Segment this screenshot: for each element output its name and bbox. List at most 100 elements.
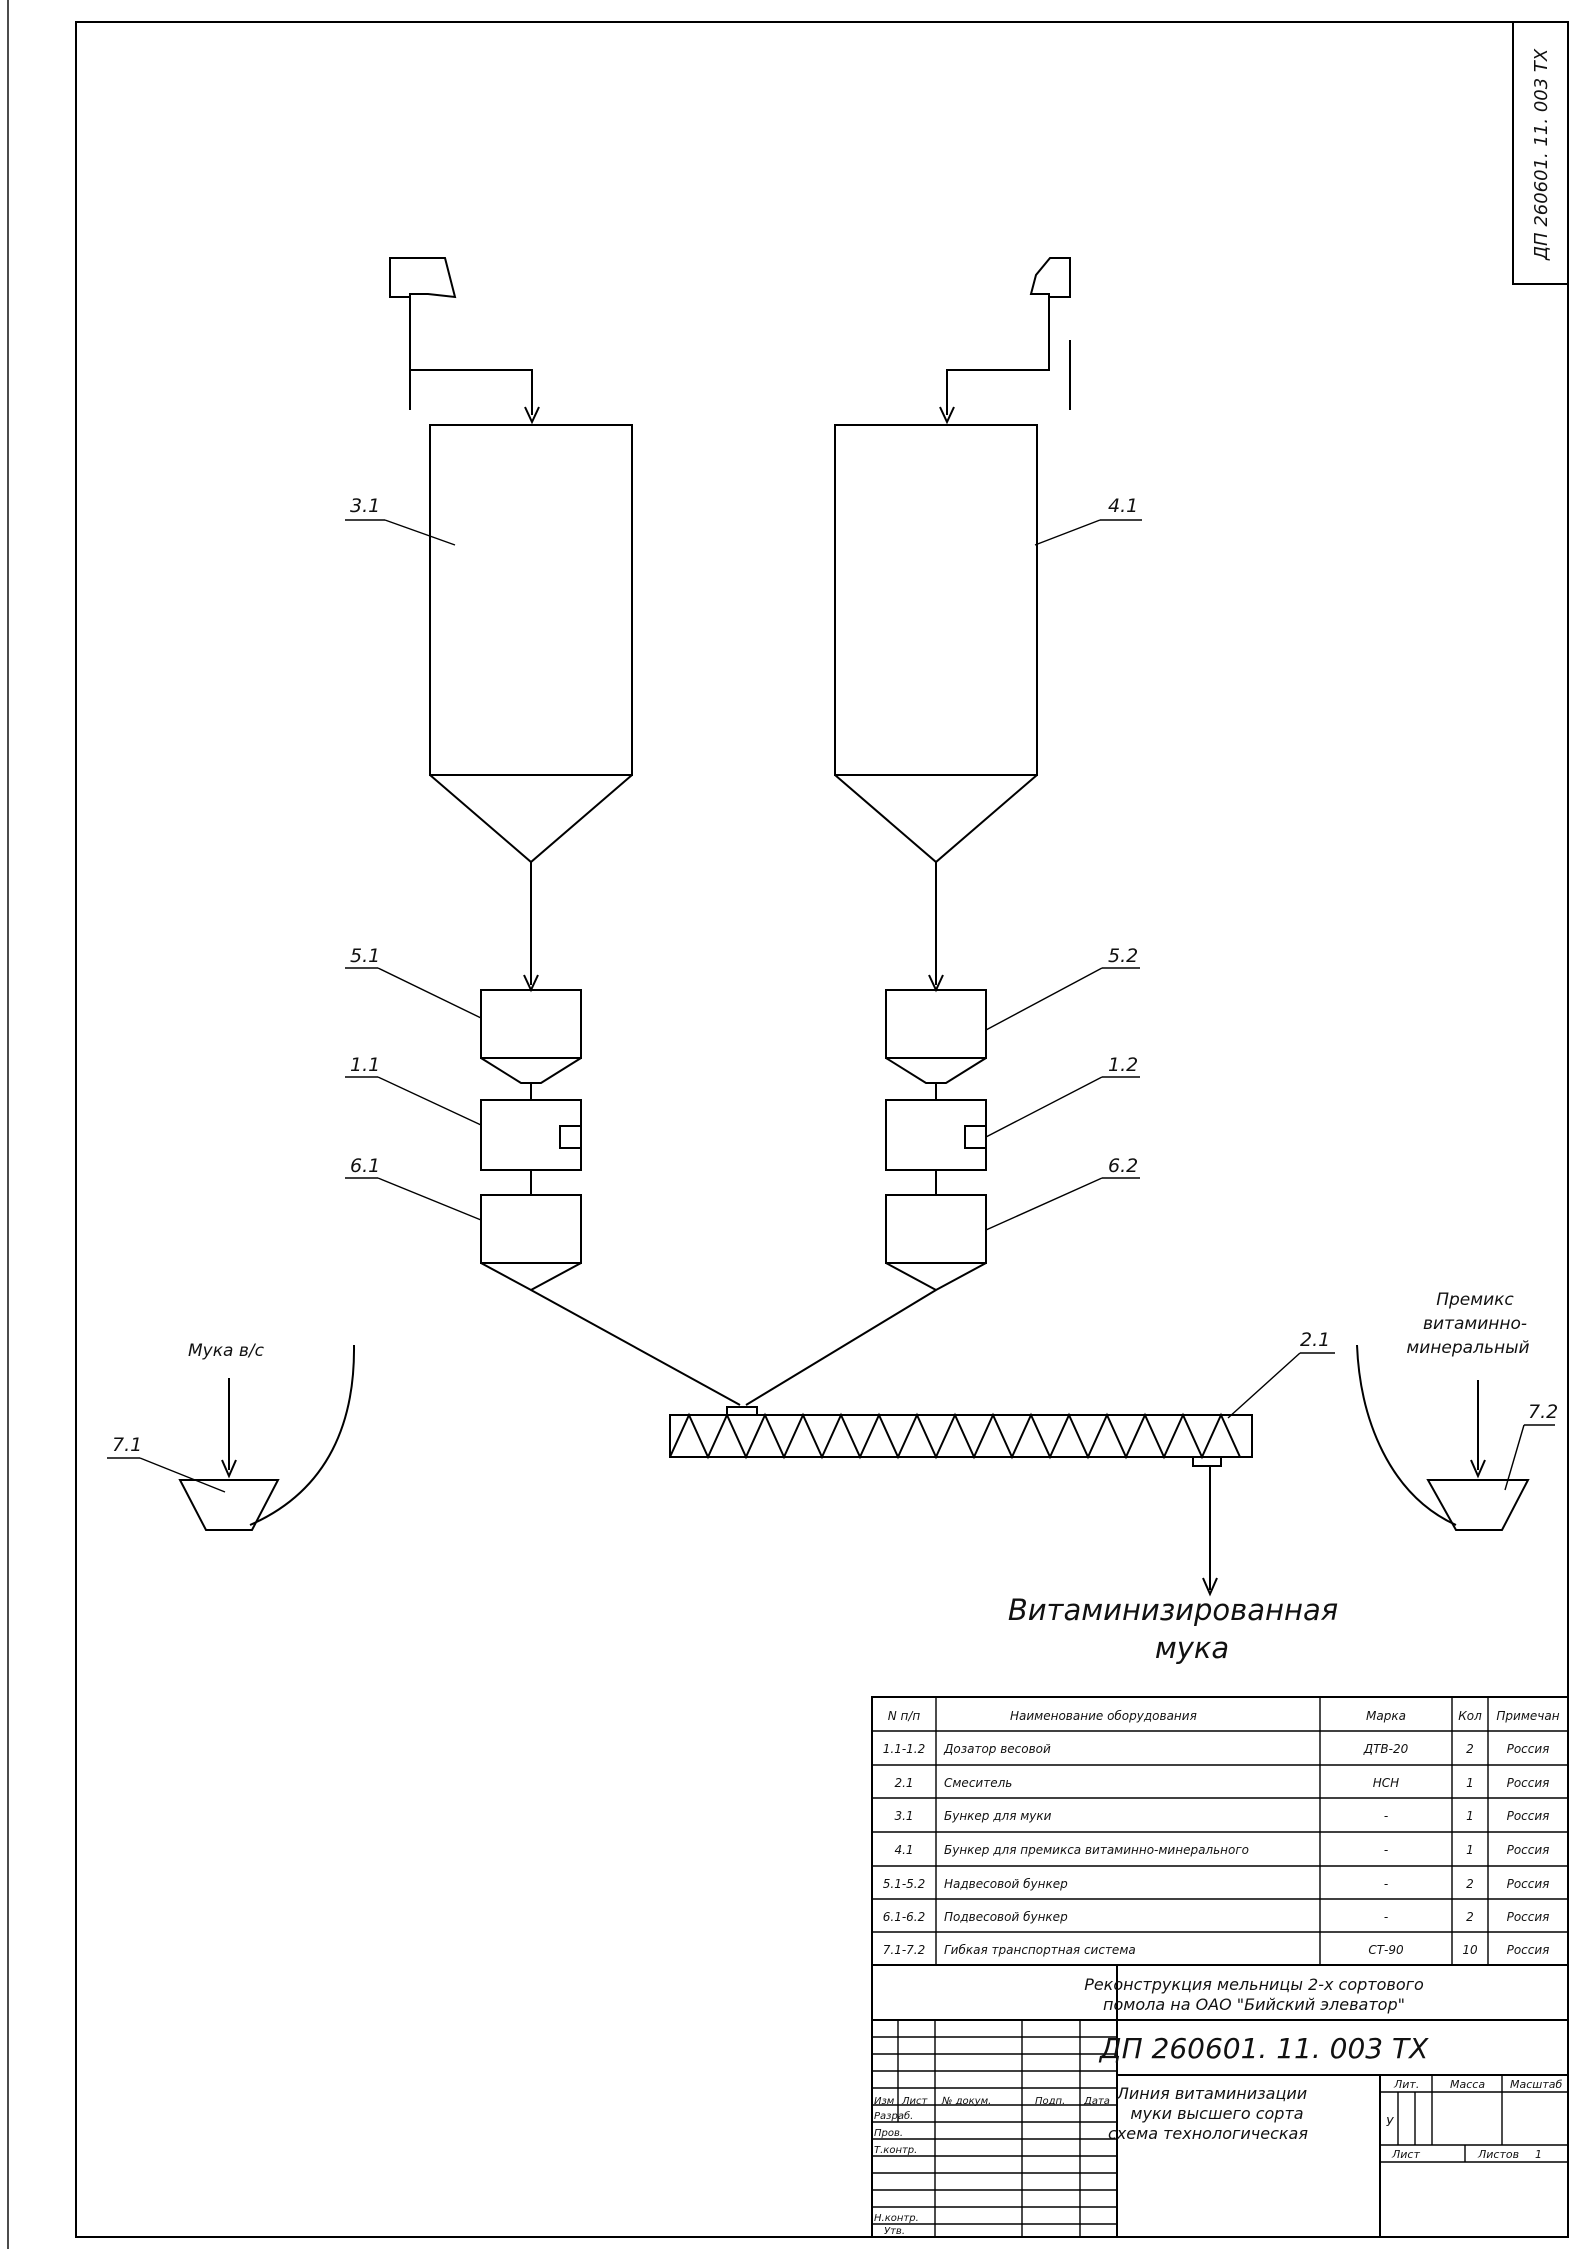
sheets-label: Листов [1477, 2148, 1519, 2161]
spec-table-text: N п/п Наименование оборудования Марка Кол Пр… [883, 1709, 1560, 1957]
spec-cell: Смеситель [944, 1776, 1012, 1790]
mass-header: Масса [1450, 2078, 1485, 2091]
col-list: Лист [901, 2096, 929, 2107]
flour-feed-pipe-left [389, 257, 540, 425]
spec-cell: Подвесовой бункер [944, 1910, 1068, 1924]
spec-cell: 1 [1466, 1809, 1474, 1823]
post-weigh-hopper-6-1 [480, 1194, 582, 1292]
drawing-frame [7, 0, 1569, 2249]
post-weigh-hopper-6-2 [885, 1194, 987, 1292]
spec-cell: 1 [1466, 1843, 1474, 1857]
project-title-2: помола на ОАО "Бийский элеватор" [1103, 1995, 1405, 2014]
col-izm: Изм [874, 2096, 895, 2107]
spec-cell: - [1384, 1910, 1388, 1924]
sheet-title-3: схема технологическая [1108, 2124, 1308, 2143]
spec-cell: 7.1-7.2 [883, 1943, 926, 1957]
leader-lines [107, 519, 1555, 1493]
flour-silo-3-1 [429, 424, 633, 864]
spec-cell: Бункер для премикса витаминно-минерально… [944, 1843, 1249, 1857]
row-utv: Утв. [884, 2226, 905, 2237]
col-sign: Подп. [1035, 2096, 1065, 2107]
col-docnum: № докум. [941, 2096, 991, 2107]
spec-cell: Россия [1507, 1742, 1550, 1756]
premix-feed-pipe-right [939, 257, 1071, 425]
label-2-1: 2.1 [1300, 1329, 1330, 1351]
spec-cell: 5.1-5.2 [883, 1877, 926, 1891]
row-prov: Пров. [874, 2128, 903, 2139]
spec-table [871, 1696, 1569, 1966]
spec-cell: Надвесовой бункер [944, 1877, 1068, 1891]
col-date: Дата [1083, 2096, 1110, 2107]
label-5-1: 5.1 [350, 945, 380, 967]
title-block [871, 1964, 1569, 2238]
sheet-title-2: муки высшего сорта [1130, 2104, 1303, 2123]
transport-hopper-7-2 [1356, 1344, 1530, 1531]
spec-cell: Россия [1507, 1843, 1550, 1857]
spec-cell: 3.1 [894, 1809, 913, 1823]
spec-cell: - [1384, 1809, 1388, 1823]
label-7-1: 7.1 [112, 1434, 142, 1456]
row-nkontr: Н.контр. [874, 2213, 919, 2224]
pre-weigh-hopper-5-1 [480, 989, 582, 1084]
spec-header-0: N п/п [888, 1709, 921, 1723]
doc-code: ДП 260601. 11. 003 ТХ [1098, 2032, 1429, 2065]
sheet-title-1: Линия витаминизации [1116, 2084, 1307, 2103]
label-4-1: 4.1 [1108, 495, 1138, 517]
sheet-label: Лист [1391, 2148, 1420, 2161]
premix-label-2: витаминно- [1423, 1314, 1527, 1334]
spec-cell: Дозатор весовой [943, 1742, 1051, 1756]
spec-cell: 2 [1466, 1742, 1474, 1756]
lit-header: Лит. [1393, 2078, 1419, 2091]
weigh-dosing-unit-1-1 [480, 1099, 582, 1171]
premix-label-3: минеральный [1406, 1338, 1529, 1358]
spec-cell: 10 [1462, 1943, 1478, 1957]
transport-hopper-7-1 [178, 1344, 356, 1531]
premix-label-1: Премикс [1436, 1290, 1514, 1310]
spec-header-4: Примечан [1496, 1709, 1559, 1723]
spec-cell: Россия [1507, 1943, 1550, 1957]
spec-header-2: Марка [1366, 1709, 1406, 1723]
spec-cell: НСН [1373, 1776, 1399, 1790]
label-5-2: 5.2 [1108, 945, 1138, 967]
spec-header-1: Наименование оборудования [1010, 1709, 1197, 1723]
lit-value: У [1386, 2115, 1394, 2129]
spec-cell: 2.1 [894, 1776, 913, 1790]
spec-cell: 1.1-1.2 [883, 1742, 926, 1756]
spec-header-3: Кол [1458, 1709, 1482, 1723]
scale-header: Масштаб [1510, 2078, 1562, 2091]
sheets-value: 1 [1535, 2148, 1542, 2161]
spec-cell: Россия [1507, 1809, 1550, 1823]
spec-cell: 2 [1466, 1877, 1474, 1891]
spec-cell: Гибкая транспортная система [944, 1943, 1136, 1957]
label-1-2: 1.2 [1108, 1054, 1138, 1076]
spec-cell: СТ-90 [1368, 1943, 1404, 1957]
weigh-dosing-unit-1-2 [885, 1099, 987, 1171]
label-7-2: 7.2 [1528, 1401, 1558, 1423]
label-6-1: 6.1 [350, 1155, 380, 1177]
label-3-1: 3.1 [350, 495, 380, 517]
spec-cell: - [1384, 1843, 1388, 1857]
row-razrab: Разраб. [874, 2110, 913, 2122]
label-1-1: 1.1 [350, 1054, 380, 1076]
spec-cell: - [1384, 1877, 1388, 1891]
spec-cell: Россия [1507, 1910, 1550, 1924]
output-label-2: мука [1155, 1631, 1229, 1665]
spec-cell: Россия [1507, 1776, 1550, 1790]
spec-cell: 4.1 [894, 1843, 913, 1857]
output-label-1: Витаминизированная [1008, 1593, 1338, 1627]
flour-input-label: Мука в/с [188, 1341, 265, 1361]
pre-weigh-hopper-5-2 [885, 989, 987, 1084]
premix-silo-4-1 [834, 424, 1038, 864]
spec-cell: 1 [1466, 1776, 1474, 1790]
side-doc-code: ДП 260601. 11. 003 ТХ [1531, 48, 1552, 261]
mixer-2-1 [669, 1406, 1253, 1467]
spec-cell: Бункер для муки [944, 1809, 1052, 1823]
spec-cell: Россия [1507, 1877, 1550, 1891]
project-title-1: Реконструкция мельницы 2-х сортового [1084, 1975, 1424, 1994]
label-6-2: 6.2 [1108, 1155, 1138, 1177]
row-tkontr: Т.контр. [874, 2145, 917, 2156]
spec-cell: 2 [1466, 1910, 1474, 1924]
spec-cell: 6.1-6.2 [883, 1910, 926, 1924]
spec-cell: ДТВ-20 [1363, 1742, 1409, 1756]
